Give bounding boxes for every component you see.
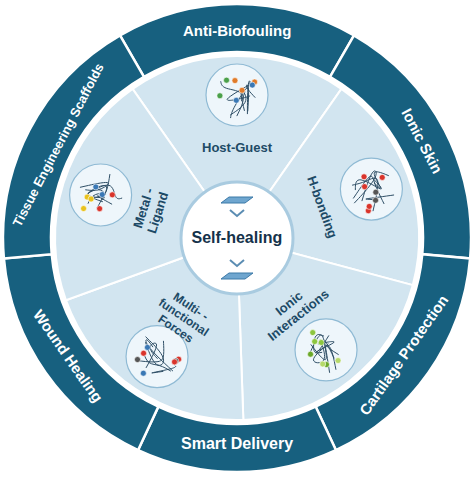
gel-slab — [221, 197, 253, 203]
chevron — [230, 260, 244, 266]
chevron — [230, 210, 244, 216]
network-illustration — [295, 319, 357, 381]
network-illustration — [70, 164, 132, 226]
center-label: Self-healing — [192, 229, 283, 247]
network-illustration — [206, 64, 268, 126]
application-label: Anti-Biofouling — [183, 23, 291, 40]
application-label: Smart Delivery — [181, 435, 293, 453]
network-illustration — [340, 158, 402, 220]
center-disk — [181, 182, 293, 294]
inner-disk — [55, 56, 419, 420]
mechanism-label: Host-Guest — [202, 141, 272, 156]
gel-slab — [221, 273, 253, 279]
